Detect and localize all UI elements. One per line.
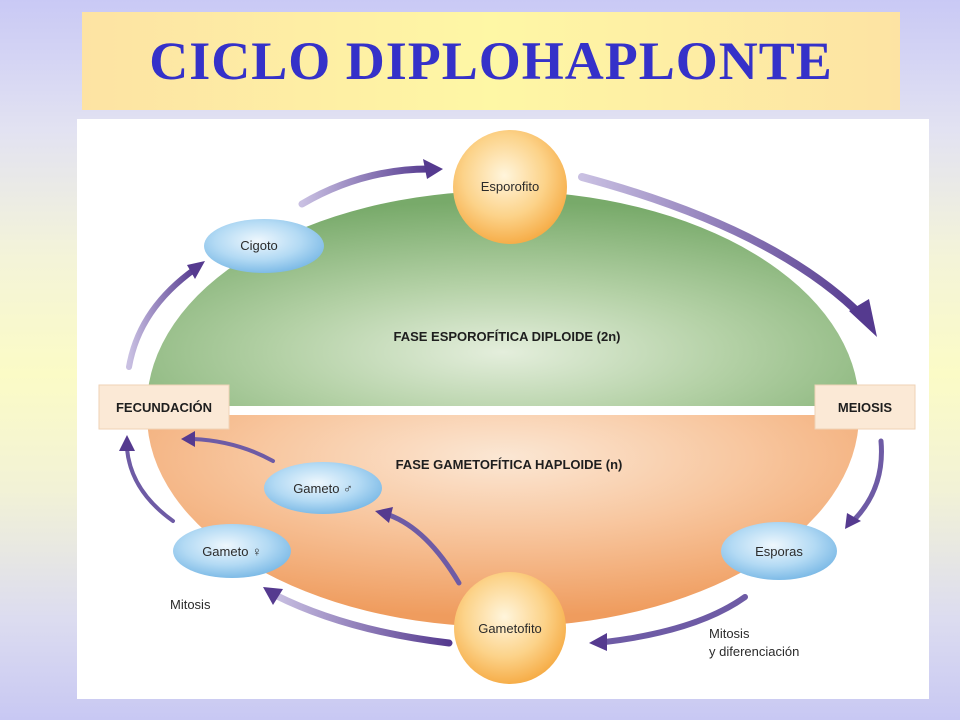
arrowhead-icon: [423, 159, 443, 179]
arrowhead-icon: [263, 587, 283, 605]
arrow-cigoto-to-esporofito: [298, 165, 433, 208]
node-gameto-female: Gameto ♀: [173, 524, 291, 578]
node-gameto-male: Gameto ♂: [264, 462, 382, 514]
arrow-gametofito-to-gameto-female: [271, 591, 453, 647]
gameto-female-label: Gameto ♀: [202, 544, 262, 559]
node-esporas: Esporas: [721, 522, 837, 580]
arrowhead-icon: [849, 299, 877, 337]
gameto-male-label: Gameto ♂: [293, 481, 353, 496]
arrow-gameto-male-to-fecundacion: [191, 437, 275, 463]
mitosis-note: Mitosis: [170, 597, 211, 612]
title-banner: CICLO DIPLOHAPLONTE: [82, 12, 900, 110]
diploid-phase-label: FASE ESPOROFÍTICA DIPLOIDE (2n): [393, 329, 620, 344]
meiosis-label: MEIOSIS: [838, 400, 893, 415]
arrow-gameto-female-to-fecundacion: [125, 447, 175, 523]
fecundacion-box: FECUNDACIÓN: [98, 384, 230, 430]
arrow-fecundacion-to-cigoto: [126, 266, 198, 370]
mitosis-diferenciacion-note-line1: Mitosis: [709, 626, 750, 641]
esporas-label: Esporas: [755, 544, 803, 559]
arrowhead-icon: [589, 633, 607, 651]
arrowhead-icon: [181, 431, 195, 447]
arrowhead-icon: [187, 261, 205, 279]
gametofito-label: Gametofito: [478, 621, 542, 636]
life-cycle-diagram: FASE ESPOROFÍTICA DIPLOIDE (2n) FASE GAM…: [98, 130, 916, 684]
diploid-phase-area: [147, 191, 859, 406]
diagram-panel: FASE ESPOROFÍTICA DIPLOIDE (2n) FASE GAM…: [77, 119, 929, 699]
mitosis-diferenciacion-note-line2: y diferenciación: [709, 644, 799, 659]
page-title: CICLO DIPLOHAPLONTE: [149, 31, 833, 91]
cigoto-label: Cigoto: [240, 238, 278, 253]
arrowhead-icon: [375, 507, 393, 523]
node-cigoto: Cigoto: [204, 219, 324, 273]
arrow-gametofito-to-gameto-male: [386, 512, 462, 586]
node-esporofito: Esporofito: [453, 130, 567, 244]
arrow-meiosis-to-esporas: [852, 438, 884, 522]
arrowhead-icon: [119, 435, 135, 451]
cycle-arrows: [119, 159, 884, 651]
arrowhead-icon: [845, 513, 861, 529]
arrow-esporas-to-gametofito: [602, 594, 748, 645]
fecundacion-label: FECUNDACIÓN: [116, 400, 212, 415]
meiosis-box: MEIOSIS: [814, 384, 916, 430]
esporofito-label: Esporofito: [481, 179, 540, 194]
haploid-phase-label: FASE GAMETOFÍTICA HAPLOIDE (n): [396, 457, 623, 472]
node-gametofito: Gametofito: [454, 572, 566, 684]
arrow-esporofito-to-meiosis: [578, 173, 869, 323]
